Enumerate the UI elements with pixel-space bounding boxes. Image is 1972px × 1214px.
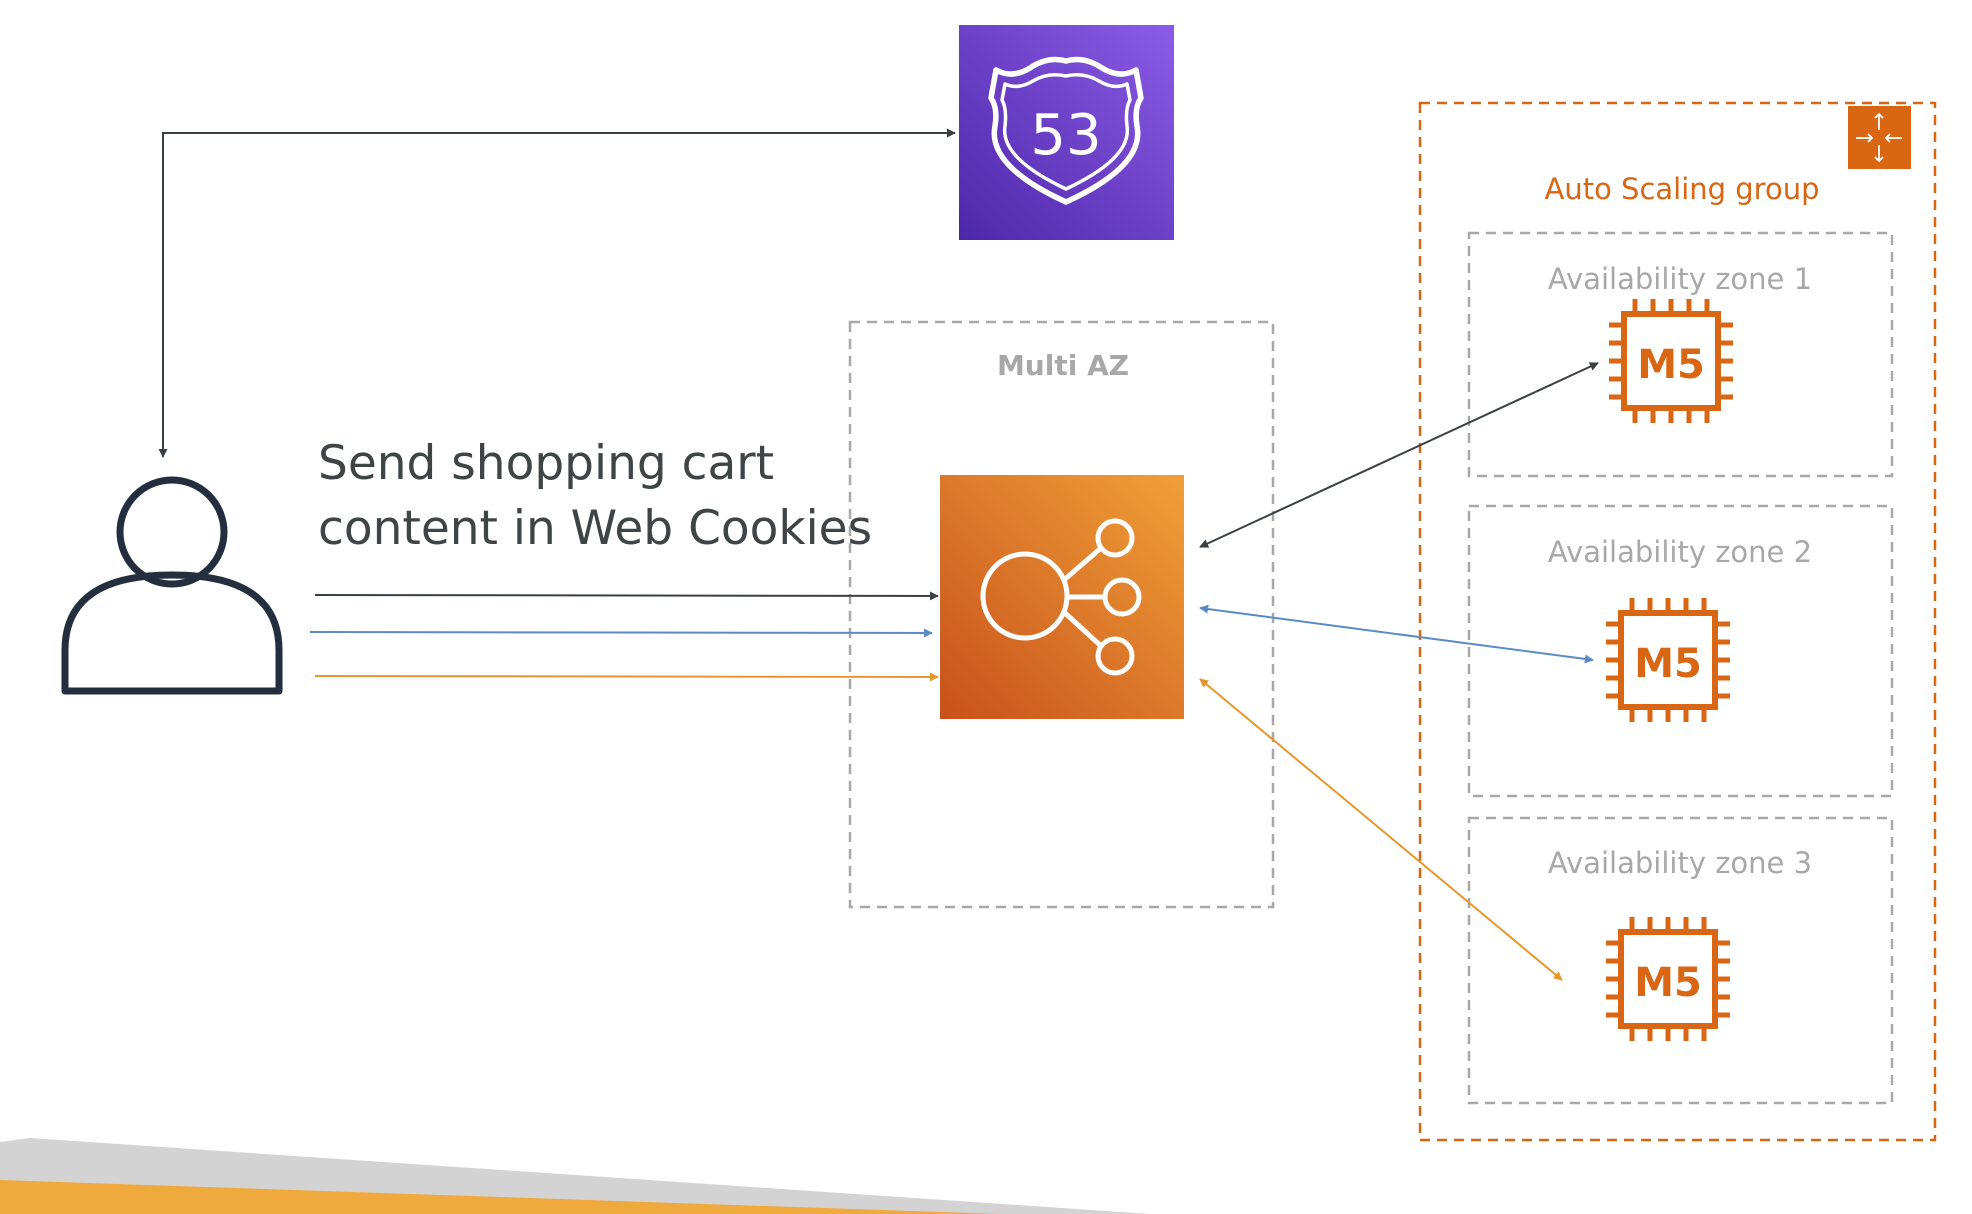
ec2-instance-icon: M5 <box>1606 598 1730 722</box>
request-arrow-blue <box>309 628 933 638</box>
ec2-instance-icon: M5 <box>1609 299 1733 423</box>
lb-to-instance-2-arrow <box>1199 604 1594 664</box>
dns-arrow <box>158 128 956 458</box>
lb-to-instance-3-arrow <box>1199 678 1563 981</box>
availability-zone-1-label: Availability zone 1 <box>1547 262 1813 296</box>
multi-az-label: Multi AZ <box>996 349 1130 382</box>
caption-line-2: content in Web Cookies <box>318 501 873 556</box>
svg-text:M5: M5 <box>1634 641 1702 687</box>
availability-zone-3-box <box>1467 816 1894 1105</box>
auto-scaling-group-label: Auto Scaling group <box>1544 172 1820 206</box>
availability-zone-3-label: Availability zone 3 <box>1547 846 1813 880</box>
caption-line-1: Send shopping cart <box>318 436 775 491</box>
user-icon <box>61 476 283 695</box>
availability-zone-1-box <box>1467 231 1894 478</box>
route53-shield-icon: 53 <box>959 25 1174 240</box>
svg-text:53: 53 <box>1030 103 1101 168</box>
svg-text:M5: M5 <box>1637 342 1705 388</box>
elastic-load-balancer-icon <box>940 475 1184 719</box>
availability-zone-2-label: Availability zone 2 <box>1547 535 1813 569</box>
footer-orange-stripe <box>0 1180 1000 1214</box>
request-arrow-dark <box>314 591 939 601</box>
ec2-instance-icon: M5 <box>1606 917 1730 1041</box>
request-arrow-orange <box>314 672 939 682</box>
auto-scaling-icon <box>1848 106 1911 169</box>
svg-text:M5: M5 <box>1634 960 1702 1006</box>
lb-to-instance-1-arrow <box>1199 362 1599 548</box>
